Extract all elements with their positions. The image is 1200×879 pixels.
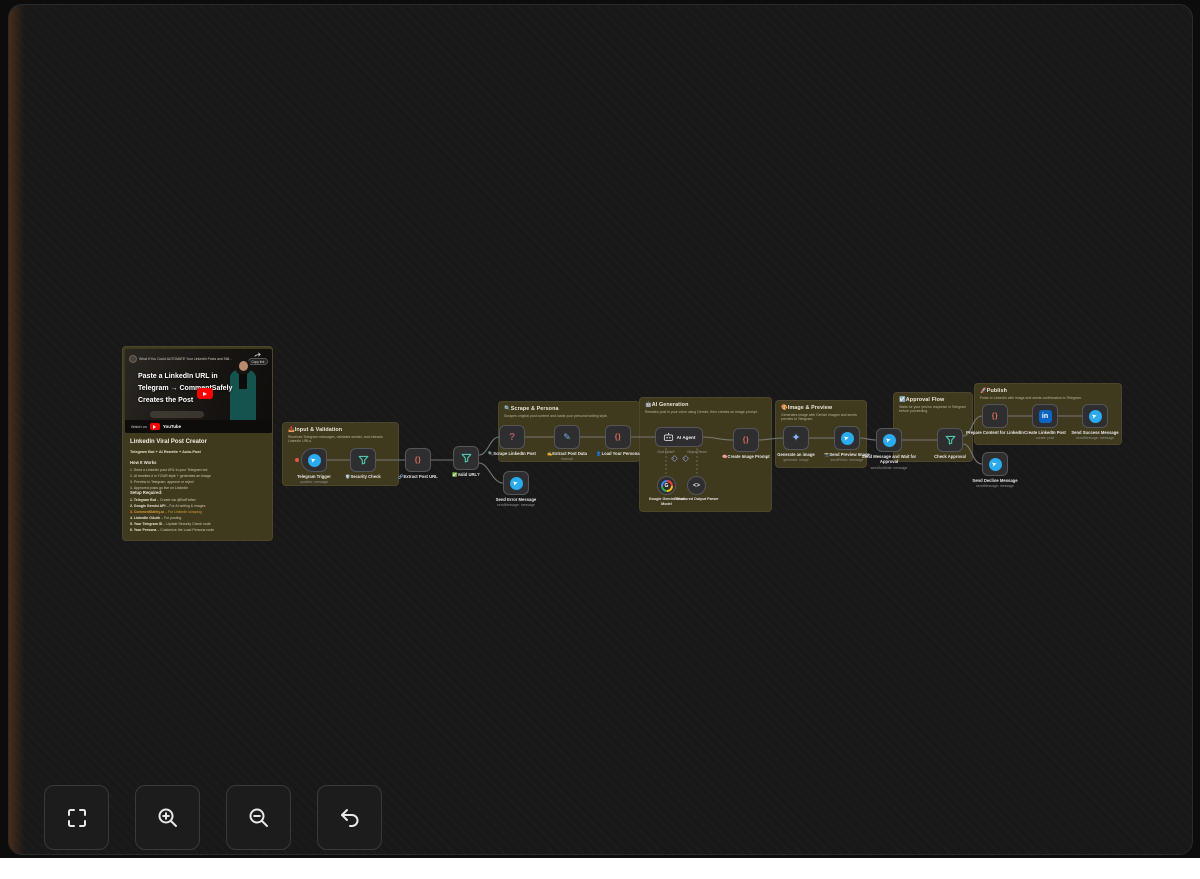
telegram-icon: ➤ <box>1088 409 1102 423</box>
fit-view-icon <box>67 808 86 827</box>
parser-icon: <> <box>692 482 700 489</box>
note-title: LinkedIn Viral Post Creator <box>130 439 207 445</box>
google-gemini-icon: G <box>660 479 673 492</box>
left-edge-glow <box>9 5 25 854</box>
node-prepare-content-linkedin[interactable]: {} Prepare Content for LinkedIn <box>966 404 1024 435</box>
channel-avatar <box>129 354 137 363</box>
workflow-canvas[interactable]: What if You Could AUTOMATE Your LinkedIn… <box>8 4 1193 855</box>
node-structured-output-parser[interactable]: <> Structured Output Parser <box>674 476 719 501</box>
code-icon: {} <box>742 436 750 444</box>
presenter-figure <box>224 358 266 420</box>
edges-layer <box>327 415 1082 484</box>
code-icon: {} <box>414 456 422 464</box>
setup-required-list: 1. Telegram Bot – Create via @BotFather … <box>130 498 268 534</box>
watch-on-label: Watch on <box>131 424 147 429</box>
zoom-out-icon <box>249 808 268 827</box>
filter-icon <box>461 453 471 463</box>
agent-port-chat-model: Chat Model* <box>657 450 675 454</box>
node-load-your-persona[interactable]: {} 👤Load Your Persona <box>596 425 640 456</box>
app-frame: What if You Could AUTOMATE Your LinkedIn… <box>0 0 1200 858</box>
note-subtitle: Telegram Bot + AI Rewrite + Auto-Post <box>130 449 201 454</box>
node-extract-post-url[interactable]: {} 🔗Extract Post URL <box>398 448 438 479</box>
share-icon[interactable] <box>254 352 262 357</box>
node-google-gemini-chat-model[interactable]: G Google Gemini Chat Model <box>649 476 684 506</box>
node-create-image-prompt[interactable]: {} 🧠Create Image Prompt <box>722 428 770 459</box>
zoom-in-icon <box>158 808 177 827</box>
code-icon: {} <box>991 412 999 420</box>
telegram-icon: ➤ <box>840 431 854 445</box>
sticky-approval-flow[interactable]: ☑️Approval Flow Waits for your yes/no re… <box>893 392 973 462</box>
telegram-icon: ➤ <box>988 457 1002 471</box>
telegram-icon: ➤ <box>307 453 321 467</box>
video-title-bar: What if You Could AUTOMATE Your LinkedIn… <box>139 356 232 361</box>
connection-dot <box>295 458 299 462</box>
undo-icon <box>340 808 358 827</box>
fit-view-button[interactable] <box>44 785 109 850</box>
node-security-check[interactable]: 🛡️Security Check <box>345 448 381 479</box>
zoom-out-button[interactable] <box>226 785 291 850</box>
linkedin-icon: in <box>1038 409 1052 423</box>
how-it-works-heading: How It Works <box>130 460 157 465</box>
video-headline: Paste a LinkedIn URL in Telegram → Comme… <box>138 373 233 404</box>
setup-required-heading: Setup Required: <box>130 490 163 495</box>
robot-icon <box>663 432 673 441</box>
node-valid-url[interactable]: ✅Valid URL? <box>452 446 480 477</box>
youtube-wordmark[interactable]: YouTube <box>162 424 182 429</box>
sparkle-icon: ✦ <box>791 431 801 444</box>
how-it-works-list: 1. Send a LinkedIn post URL to your Tele… <box>130 468 211 491</box>
undo-button[interactable] <box>317 785 382 850</box>
node-check-approval[interactable]: Check Approval <box>934 428 966 459</box>
youtube-logo-icon[interactable] <box>149 423 160 430</box>
zoom-in-button[interactable] <box>135 785 200 850</box>
telegram-icon: ➤ <box>509 476 523 490</box>
video-thumbnail[interactable]: What if You Could AUTOMATE Your LinkedIn… <box>125 349 272 433</box>
agent-port-output-parser: Output Parser <box>687 450 707 454</box>
youtube-play-button[interactable] <box>197 388 213 399</box>
filter-icon <box>945 435 955 445</box>
caption-pill <box>150 411 204 418</box>
node-ai-agent[interactable]: AI Agent <box>655 427 703 447</box>
telegram-icon: ➤ <box>882 433 896 447</box>
node-scrape-linkedin-post[interactable]: ? 🔍Scrape LinkedIn Post <box>488 425 536 456</box>
sticky-note-intro[interactable]: What if You Could AUTOMATE Your LinkedIn… <box>122 346 273 541</box>
setup-link-item[interactable]: 3. CommentSafely.ai – For LinkedIn scrap… <box>130 510 202 515</box>
pencil-icon: ✎ <box>563 431 571 442</box>
http-request-icon: ? <box>508 431 516 443</box>
code-icon: {} <box>614 433 622 441</box>
filter-icon <box>358 455 368 465</box>
